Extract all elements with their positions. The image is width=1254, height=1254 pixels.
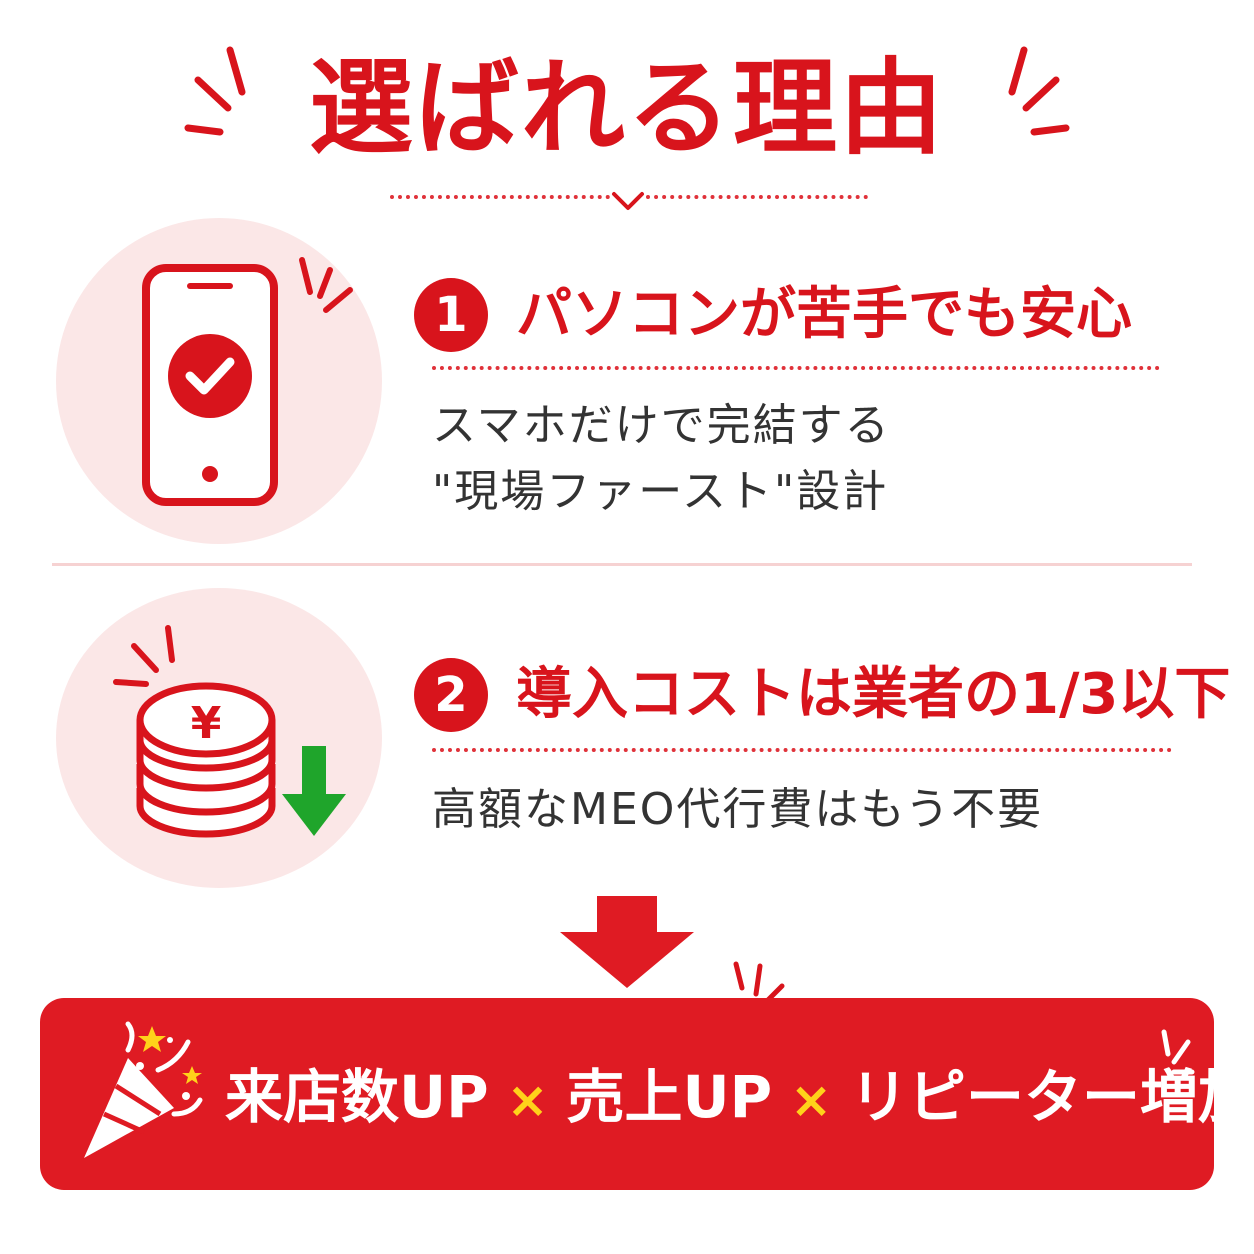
reason1-line2: "現場ファースト"設計: [432, 466, 889, 517]
svg-text:¥: ¥: [191, 698, 222, 749]
reason2-line1: 高額なMEO代行費はもう不要: [432, 784, 1044, 835]
page-title: 選ばれる理由: [308, 47, 945, 169]
section-separator: [52, 563, 1192, 566]
reason2-divider: [432, 748, 1172, 752]
title-burst-left-icon: [184, 46, 246, 136]
banner-burst-right-icon: [1161, 1029, 1195, 1075]
reason1-number-badge: 1: [414, 278, 488, 352]
reason1-burst-icon: [299, 257, 353, 313]
banner-times-1: ×: [506, 1071, 549, 1129]
reason1-divider: [432, 366, 1160, 370]
arrow-down-icon: [560, 896, 694, 988]
arrow-down-green-icon: [282, 746, 346, 836]
reason2-burst-icon: [113, 625, 175, 687]
banner-times-2: ×: [790, 1071, 833, 1129]
result-banner: [40, 998, 1214, 1190]
reason2-heading: 導入コストは業者の1/3以下: [516, 662, 1231, 727]
yen-coins-icon: ¥: [136, 682, 276, 838]
smartphone-check-icon: [142, 264, 278, 506]
reason2-number-badge: 2: [414, 658, 488, 732]
title-divider-left: [390, 195, 610, 199]
banner-text: 来店数UP×売上UP×リピーター増加: [225, 1055, 1254, 1139]
banner-item-sales: 売上UP: [566, 1063, 773, 1131]
banner-item-visits: 来店数UP: [225, 1063, 489, 1131]
reason1-heading: パソコンが苦手でも安心: [516, 282, 1132, 347]
party-popper-icon: [84, 1021, 203, 1158]
reason1-line1: スマホだけで完結する: [432, 400, 891, 451]
chevron-down-icon: [612, 192, 644, 210]
title-divider-right: [646, 195, 868, 199]
title-burst-right-icon: [1008, 46, 1070, 136]
